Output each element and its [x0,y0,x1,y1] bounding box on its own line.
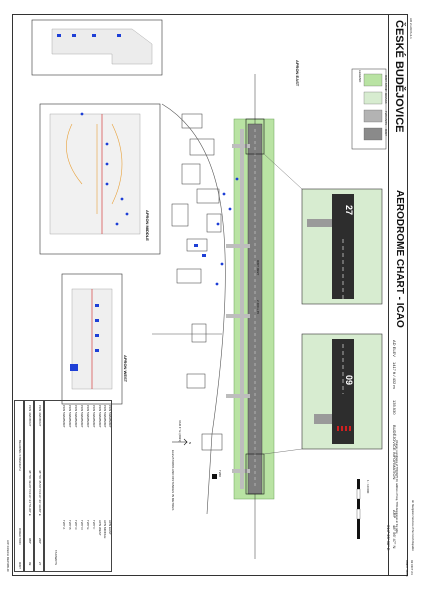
publication: AIP CZECH REPUBLIC [6,540,10,572]
label-rwy-text: RWY 09/27 [256,260,260,276]
legend-title: LEGEND [358,70,362,83]
rwy-09: 09 [28,562,32,566]
footer-date: 02 OCT 24 [410,560,414,575]
apn-west: APN WEST [98,520,102,536]
label-rwy-09: 09 [344,375,354,386]
chart-frame [12,14,408,576]
taxiway-parallel [240,129,244,489]
table-header-direction: DIRECTION [18,528,22,545]
thr-box-27 [245,118,265,155]
thr-box-09 [245,453,265,495]
label-apron-middle: APRON MIDDLE [145,210,150,241]
rwy-27: 27 [38,562,42,566]
table-header-strength: BEARING STRENGTH [18,440,22,471]
apn-west-strength: PCN 50/R/B/W/T [98,405,102,428]
rwy-09-direction: 088° [28,538,32,545]
twy-d: TWY D [80,520,84,530]
aerodrome-map [31,19,387,559]
footer-changes: Change: coordinates of THR RWY 09, addit… [395,440,398,534]
twy-c: TWY C [74,520,78,530]
label-north: N [188,442,192,445]
label-scale: 1 : 10 000 [366,480,370,494]
north-arrow [172,438,188,446]
twy-b-strength: PCN 50/R/B/W/T [68,405,72,428]
rwy-09-strength: PCN 46/F/B/X/T [28,405,32,427]
twy-f: TWY F [92,520,96,530]
apn-east: APN EAST [108,520,112,535]
scale-bar [356,479,361,539]
twy-c-strength: PCN 50/R/B/W/T [74,405,78,428]
apn-middle: APN MIDDLE [103,520,107,539]
label-apron-west: APRON WEST [123,355,128,383]
ad-elev-value: 1417 ft / 432 m [392,362,397,389]
page-ref: AD 2-LKCS-2-1 [409,18,413,39]
rwy-27-thr: 48° 56' 45.56" N 014° 26' 39.80" E [38,470,42,516]
apn-east-strength: PCN 50/R/B/W/T [108,405,112,428]
label-twr: TWR [218,470,222,477]
twy-f-strength: PCN 50/R/B/W/T [92,405,96,428]
rwy-27-direction: 268° [38,538,42,545]
twy-a: TWY A [62,520,66,530]
table-header-rwy: RWY [18,562,22,569]
legend-item-label: TWY/APN [384,111,388,125]
buildings [171,113,223,451]
label-apron-east: APRON EAST [295,60,300,87]
twy-e: TWY E [86,520,90,530]
twy-e-strength: PCN 50/R/B/W/T [86,405,90,428]
ad-elev-label: AD ELEV [392,340,397,357]
label-var: VAR 4° E (2023) [178,420,182,442]
legend-item-label: GRASS [384,93,388,104]
table-header [14,400,24,572]
label-rwy-27: 27 [344,205,354,216]
header-divider [388,14,389,576]
twy-b: TWY B [68,520,72,530]
aerodrome-name: ČESKÉ BUDĚJOVICE [393,20,405,133]
legend-item-label: RWY [384,129,388,136]
legend-box [351,68,387,150]
tower [212,474,217,479]
twy-d-strength: PCN 50/R/B/W/T [80,405,84,428]
table-row [24,400,34,572]
taxiway-block [44,400,112,572]
taxiway-label: TAXIWAYS [54,550,58,565]
footer-amdt: AMDT 11/24 [405,560,409,577]
footer-agency: Air Navigation Services of the Czech Rep… [411,500,414,551]
label-dim: 2 400 x 45 [256,300,260,315]
twy-a-strength: PCN 50/R/B/W/T [62,405,66,428]
legend-item-label: RWY STRIP [384,75,388,92]
table-row [34,400,44,572]
rwy-27-strength: PCN 46/F/B/X/T [38,405,42,427]
info-freq: 135.930 [392,400,397,415]
chart-title: AERODROME CHART - ICAO [394,190,405,328]
label-elev-note: ELEVATIONS AND DISTANCES IN METRES [171,450,175,511]
rwy-table: RWY DIRECTION BEARING STRENGTH 09 088° 4… [14,400,112,572]
rwy-09-thr: 48° 56' 49.26" N 014° 24' 51.00" E [28,470,32,516]
apn-middle-strength: PCN 50/R/B/W/T [103,405,107,428]
